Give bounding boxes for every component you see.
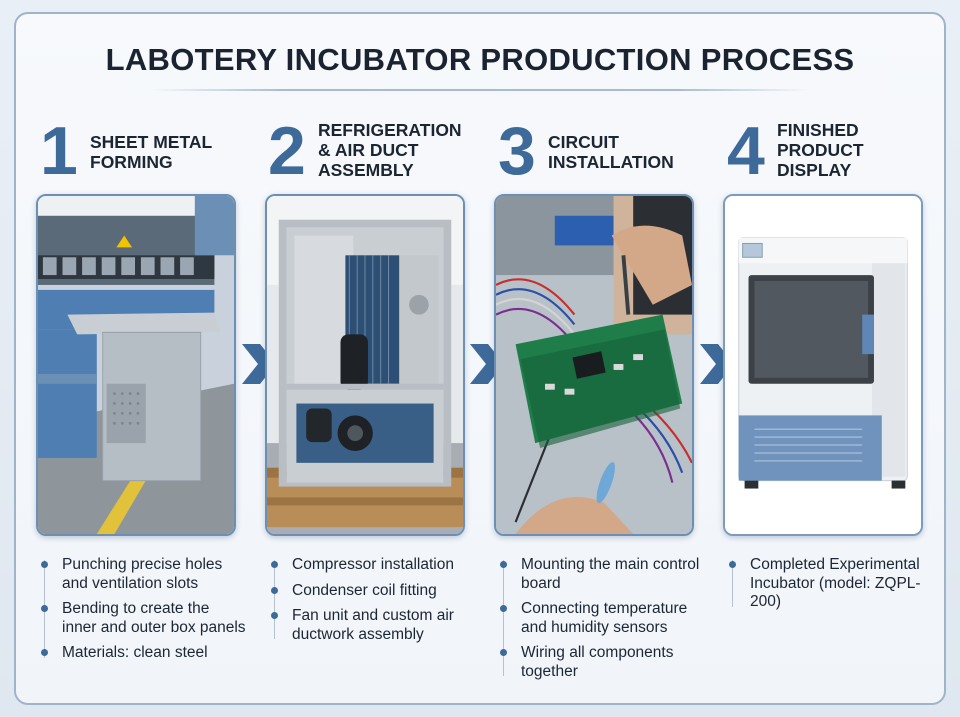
title-divider (150, 89, 810, 91)
step-2-details: Compressor installation Condenser coil f… (268, 556, 478, 651)
step-4-title: FINISHED PRODUCT DISPLAY (777, 120, 864, 180)
list-item: Materials: clean steel (38, 644, 248, 663)
step-2-title: REFRIGERATION & AIR DUCT ASSEMBLY (318, 120, 462, 180)
list-item: Punching precise holes and ventilation s… (38, 556, 248, 593)
step-1-number: 1 (40, 113, 78, 189)
circuit-board-image (496, 196, 692, 534)
photo-refrigeration-assembly (265, 194, 465, 536)
press-brake-image (38, 196, 234, 534)
list-item: Wiring all components together (497, 644, 707, 681)
photo-sheet-metal-forming (36, 194, 236, 536)
step-3-title: CIRCUIT INSTALLATION (548, 132, 674, 172)
list-item: Fan unit and custom air ductwork assembl… (268, 607, 478, 644)
step-3-details: Mounting the main control board Connecti… (497, 556, 707, 688)
refrigeration-unit-image (267, 196, 463, 534)
list-item: Condenser coil fitting (268, 582, 478, 601)
list-item: Mounting the main control board (497, 556, 707, 593)
step-3-number: 3 (498, 113, 536, 189)
incubator-image (725, 196, 921, 534)
step-2-number: 2 (268, 113, 306, 189)
list-item: Completed Experimental Incubator (model:… (726, 556, 936, 612)
photo-finished-product (723, 194, 923, 536)
list-item: Bending to create the inner and outer bo… (38, 600, 248, 637)
photo-circuit-installation (494, 194, 694, 536)
step-1-details: Punching precise holes and ventilation s… (38, 556, 248, 670)
step-4-number: 4 (727, 113, 765, 189)
page-title: LABOTERY INCUBATOR PRODUCTION PROCESS (105, 42, 855, 77)
step-4-details: Completed Experimental Incubator (model:… (726, 556, 936, 619)
step-1-title: SHEET METAL FORMING (90, 132, 212, 172)
list-item: Connecting temperature and humidity sens… (497, 600, 707, 637)
list-item: Compressor installation (268, 556, 478, 575)
